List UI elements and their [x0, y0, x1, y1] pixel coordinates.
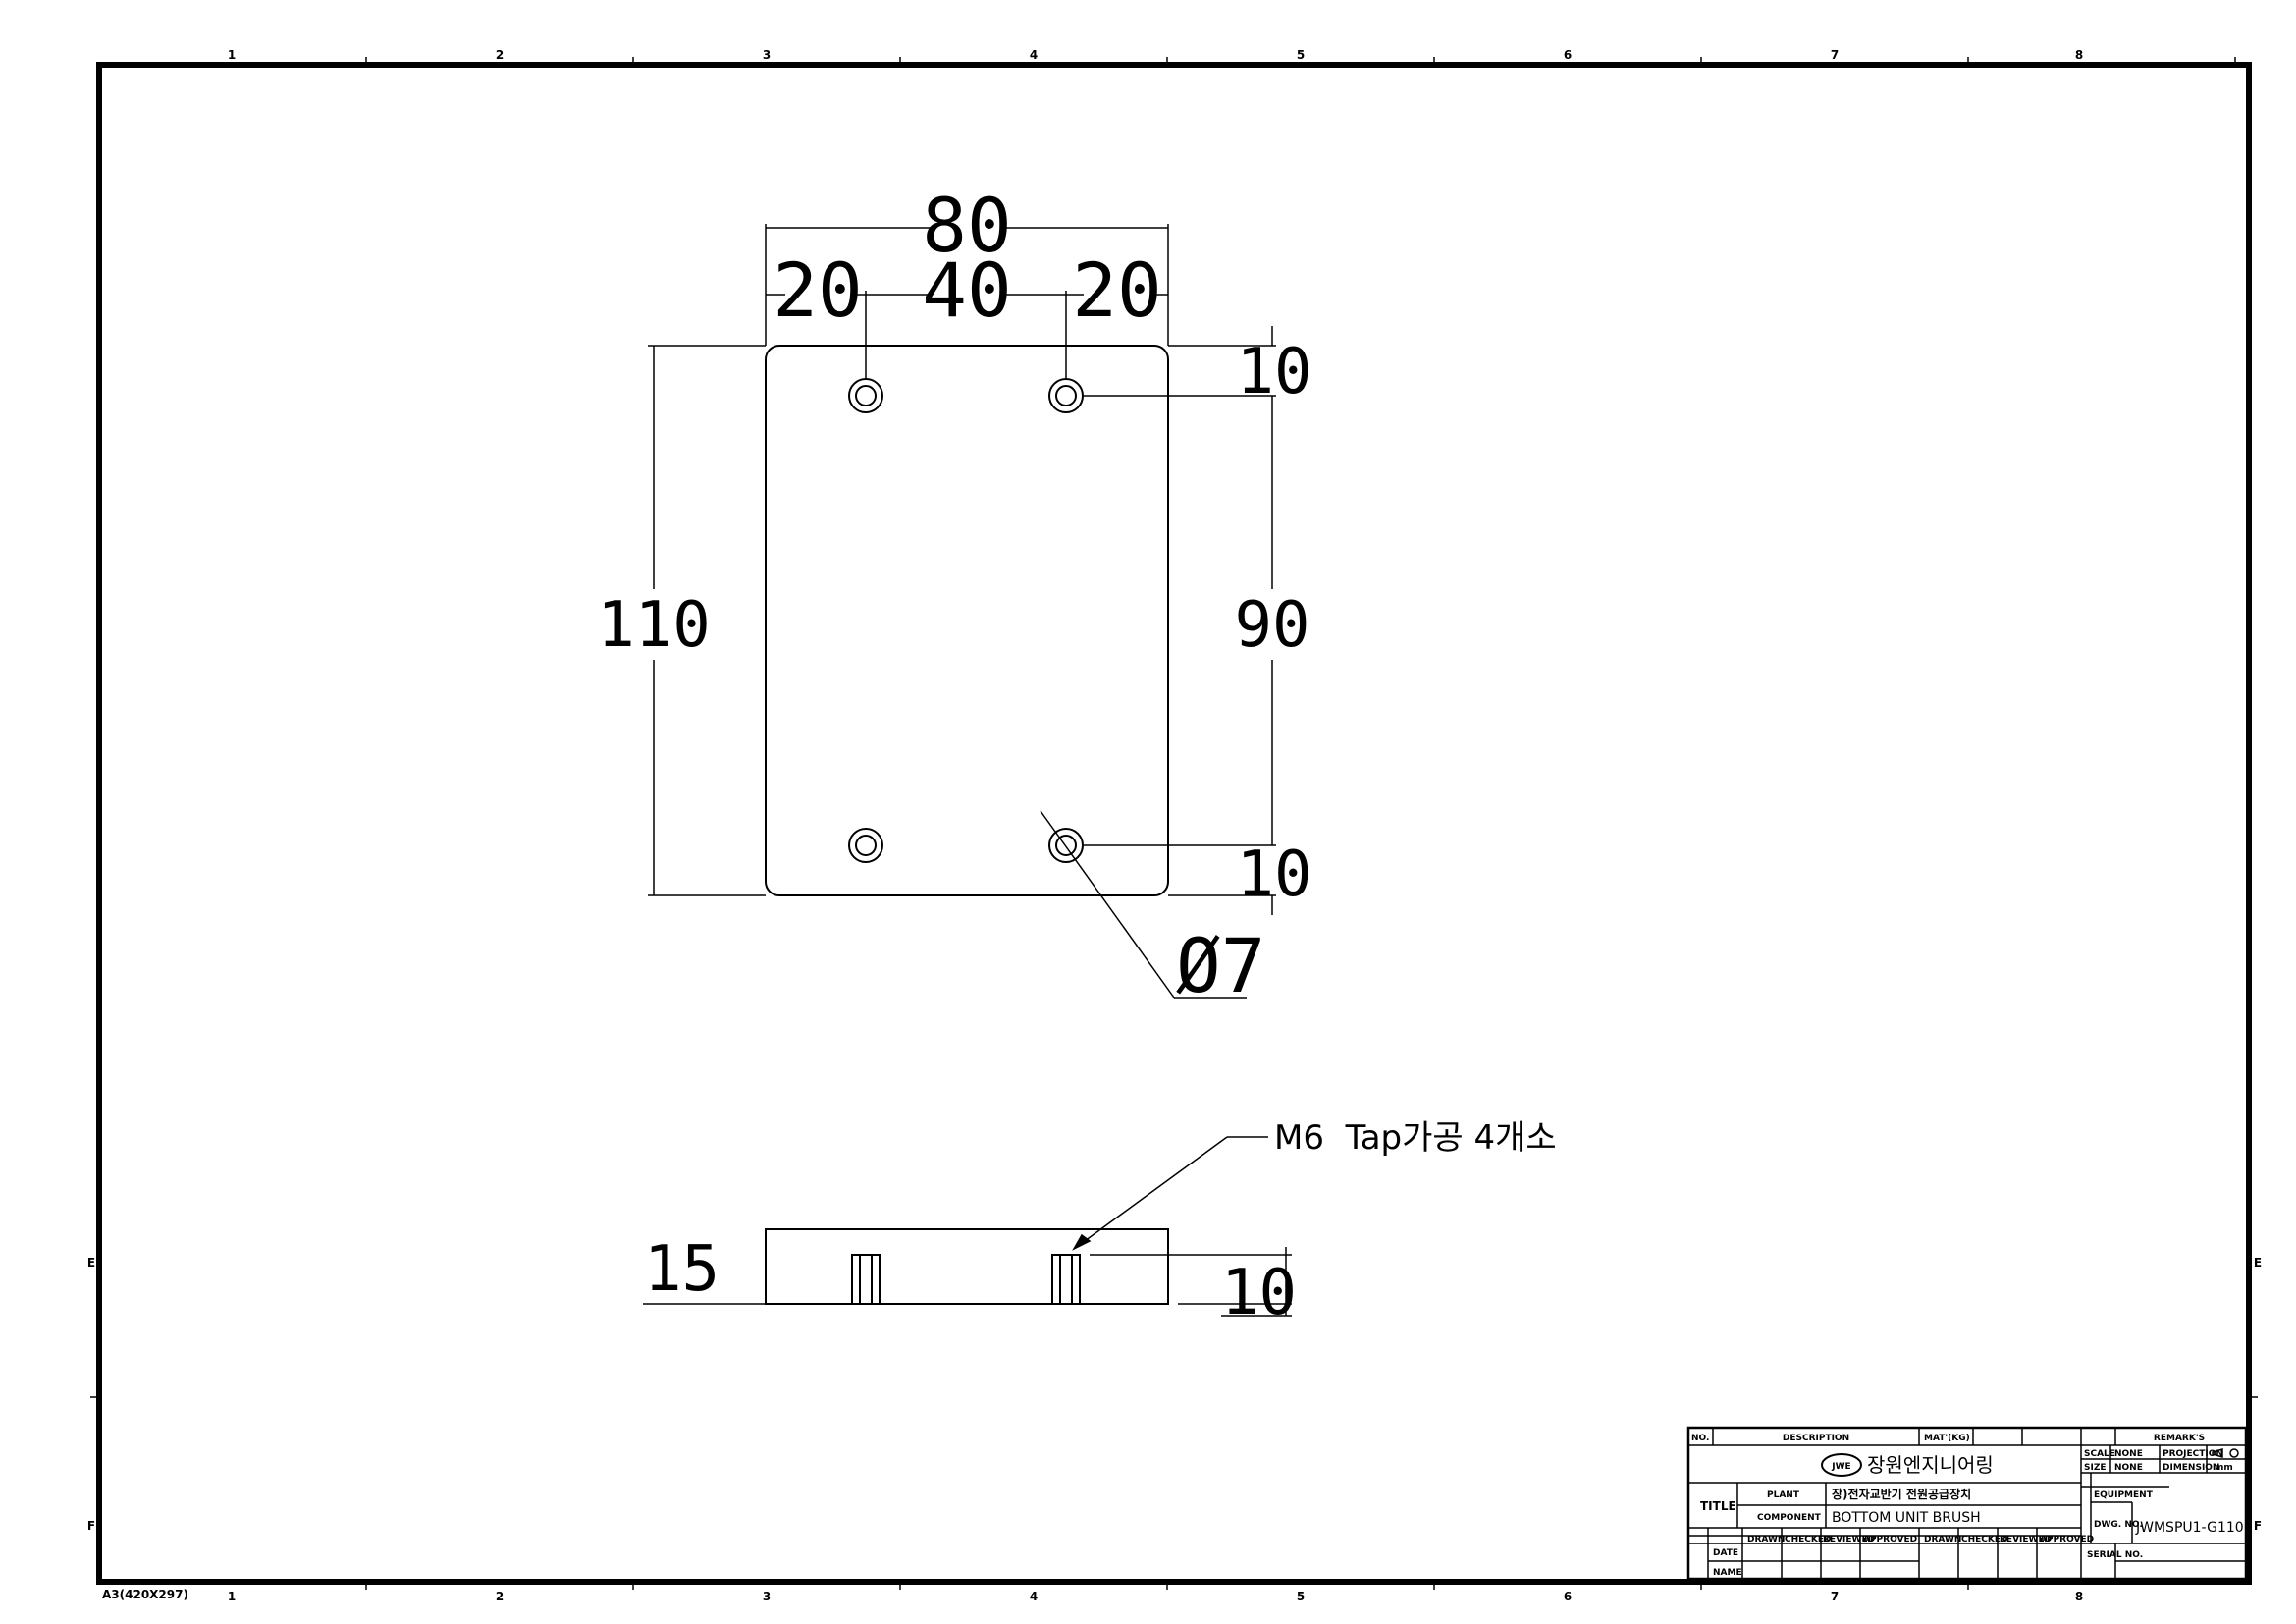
tb-plant-label: PLANT [1767, 1490, 1800, 1500]
zone-number-top-6: 6 [1564, 48, 1572, 62]
tap-note-leader [1072, 1136, 1268, 1251]
dim-height-total: 110 [597, 589, 711, 662]
tb-scale-label: SCALE [2084, 1449, 2115, 1459]
dim-thickness: 15 [644, 1233, 720, 1306]
tb-remarks-label: REMARK'S [2154, 1434, 2205, 1443]
dim-tap-depth: 10 [1221, 1257, 1297, 1329]
tb-drawn-label-1: DRAWN [1747, 1535, 1785, 1544]
zone-number-bottom-1: 1 [228, 1590, 236, 1603]
zone-number-bottom-8: 8 [2075, 1590, 2083, 1603]
dim-top-offset: 10 [1236, 336, 1311, 408]
tb-scale-value: NONE [2114, 1449, 2143, 1459]
sheet-border [96, 62, 2252, 1585]
zone-number-top-8: 8 [2075, 48, 2083, 62]
mounting-holes [848, 378, 1084, 863]
tb-approved-label-1: APPROVED [1863, 1535, 1917, 1544]
plate-outline [765, 345, 1169, 896]
zone-number-bottom-6: 6 [1564, 1590, 1572, 1603]
tb-projection-label: PROJECTION [2163, 1449, 2223, 1459]
tap-note: M6 Tap가공 4개소 [1274, 1118, 1557, 1158]
drawing-number: JWMSPU1-G110 [2135, 1520, 2244, 1536]
tb-checked-label-2: CHECKED [1961, 1535, 2007, 1544]
zone-letter-left-f: F [87, 1519, 95, 1533]
zone-number-top-3: 3 [763, 48, 771, 62]
dim-width-total: 80 [922, 182, 1012, 269]
title-block [1686, 1426, 2248, 1581]
zone-number-top-7: 7 [1831, 48, 1839, 62]
tb-serial-no-label: SERIAL NO. [2087, 1550, 2143, 1560]
dim-hole-spacing-y: 90 [1234, 589, 1309, 662]
tb-component-value: BOTTOM UNIT BRUSH [1832, 1510, 1981, 1526]
company-name: 장원엔지니어링 [1867, 1453, 1994, 1477]
zone-number-top-5: 5 [1297, 48, 1305, 62]
company-logo [1821, 1453, 1862, 1477]
zone-number-bottom-5: 5 [1297, 1590, 1305, 1603]
dimension-lines-left [648, 345, 766, 896]
tb-dimension-value: mm [2215, 1463, 2233, 1473]
dim-hole-diameter: Ø7 [1176, 922, 1266, 1009]
tb-drawing-no-label: DWG. NO. [2094, 1520, 2143, 1530]
dim-right-margin: 20 [1072, 246, 1162, 334]
zone-number-top-4: 4 [1030, 48, 1038, 62]
tb-reviewed-label-2: REVIEWED [2000, 1535, 2052, 1544]
tb-mat-label: MAT'(KG) [1924, 1434, 1970, 1443]
dimension-lines-right [1084, 326, 1276, 915]
zone-number-top-2: 2 [496, 48, 504, 62]
zone-number-bottom-4: 4 [1030, 1590, 1038, 1603]
dimension-lines-top [765, 224, 1169, 379]
plate-side-outline [765, 1228, 1169, 1305]
zone-ticks-top [365, 57, 2236, 65]
tb-reviewed-label-1: REVIEWED [1823, 1535, 1875, 1544]
zone-letter-right-f: F [2254, 1519, 2262, 1533]
tb-drawn-label-2: DRAWN [1924, 1535, 1961, 1544]
zone-number-bottom-3: 3 [763, 1590, 771, 1603]
zone-ticks-bottom [365, 1582, 1969, 1590]
dim-left-margin: 20 [773, 246, 863, 334]
tb-size-label: SIZE [2084, 1463, 2107, 1473]
tap-holes-section [851, 1254, 1081, 1305]
dim-hole-spacing-x: 40 [922, 246, 1012, 334]
zone-letter-left-e: E [87, 1256, 95, 1270]
tb-title-label: TITLE [1700, 1499, 1736, 1513]
side-dimension-lines [643, 1247, 1292, 1317]
tb-checked-label-1: CHECKED [1785, 1535, 1831, 1544]
tb-dimension-label: DIMENSION [2163, 1463, 2219, 1473]
company-logo-text: JWE [1831, 1462, 1850, 1472]
zone-number-bottom-2: 2 [496, 1590, 504, 1603]
dim-bottom-offset: 10 [1236, 839, 1311, 911]
projection-symbol-icon [2212, 1447, 2239, 1459]
tb-approved-label-2: APPROVED [2040, 1535, 2094, 1544]
tb-plant-value: 장)전자교반기 전원공급장치 [1832, 1487, 1971, 1501]
tb-equipment-label: EQUIPMENT [2094, 1490, 2154, 1500]
zone-number-top-1: 1 [228, 48, 236, 62]
zone-letter-right-e: E [2254, 1256, 2262, 1270]
diameter-leader [1040, 810, 1247, 999]
tb-size-value: NONE [2114, 1463, 2143, 1473]
tb-date-label: DATE [1713, 1548, 1738, 1558]
sheet-size-label: A3(420X297) [102, 1588, 188, 1601]
tb-description-label: DESCRIPTION [1783, 1434, 1849, 1443]
zone-number-bottom-7: 7 [1831, 1590, 1839, 1603]
tb-component-label: COMPONENT [1757, 1513, 1822, 1523]
tb-no-label: NO. [1691, 1434, 1709, 1443]
tb-name-label: NAME [1713, 1568, 1742, 1578]
